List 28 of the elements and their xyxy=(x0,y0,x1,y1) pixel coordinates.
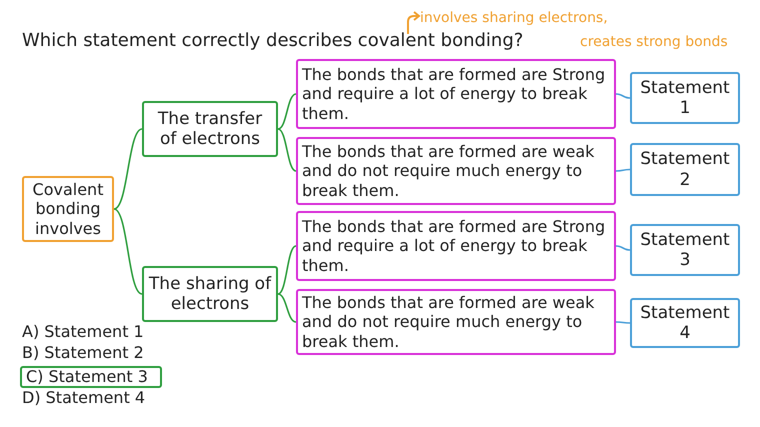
annotation-note: creates strong bonds xyxy=(580,34,728,50)
connector-line xyxy=(616,93,630,99)
connector-line xyxy=(114,128,142,210)
annotation-note: involves sharing electrons, xyxy=(420,10,608,26)
statement-number-box: Statement 3 xyxy=(630,224,740,276)
connector-line xyxy=(278,245,296,295)
connector-line xyxy=(616,321,630,324)
statement-number-box: Statement 1 xyxy=(630,72,740,124)
option-box: The sharing of electrons xyxy=(142,266,278,322)
connector-line xyxy=(616,245,630,251)
connector-line xyxy=(278,93,296,130)
answer-option: A) Statement 1 xyxy=(22,322,144,341)
answer-option: D) Statement 4 xyxy=(22,388,146,407)
correct-answer-box: C) Statement 3 xyxy=(20,366,162,388)
connector-line xyxy=(114,208,142,295)
connector-line xyxy=(616,168,630,172)
statement-box: The bonds that are formed are weak and do not require much energy to break them. xyxy=(296,137,616,205)
statement-box: The bonds that are formed are weak and do not require much energy to break them. xyxy=(296,289,616,355)
statement-box: The bonds that are formed are Strong and require a lot of energy to break them. xyxy=(296,59,616,129)
statement-box: The bonds that are formed are Strong and require a lot of energy to break them. xyxy=(296,211,616,281)
answer-option: B) Statement 2 xyxy=(22,343,144,362)
connector-line xyxy=(278,293,296,323)
statement-number-box: Statement 4 xyxy=(630,298,740,348)
connector-line xyxy=(278,128,296,172)
statement-number-box: Statement 2 xyxy=(630,143,740,196)
title: Which statement correctly describes covalent bonding? xyxy=(22,30,524,51)
option-box: The transfer of electrons xyxy=(142,101,278,157)
covalent-bonding-box: Covalent bonding involves xyxy=(22,176,114,242)
